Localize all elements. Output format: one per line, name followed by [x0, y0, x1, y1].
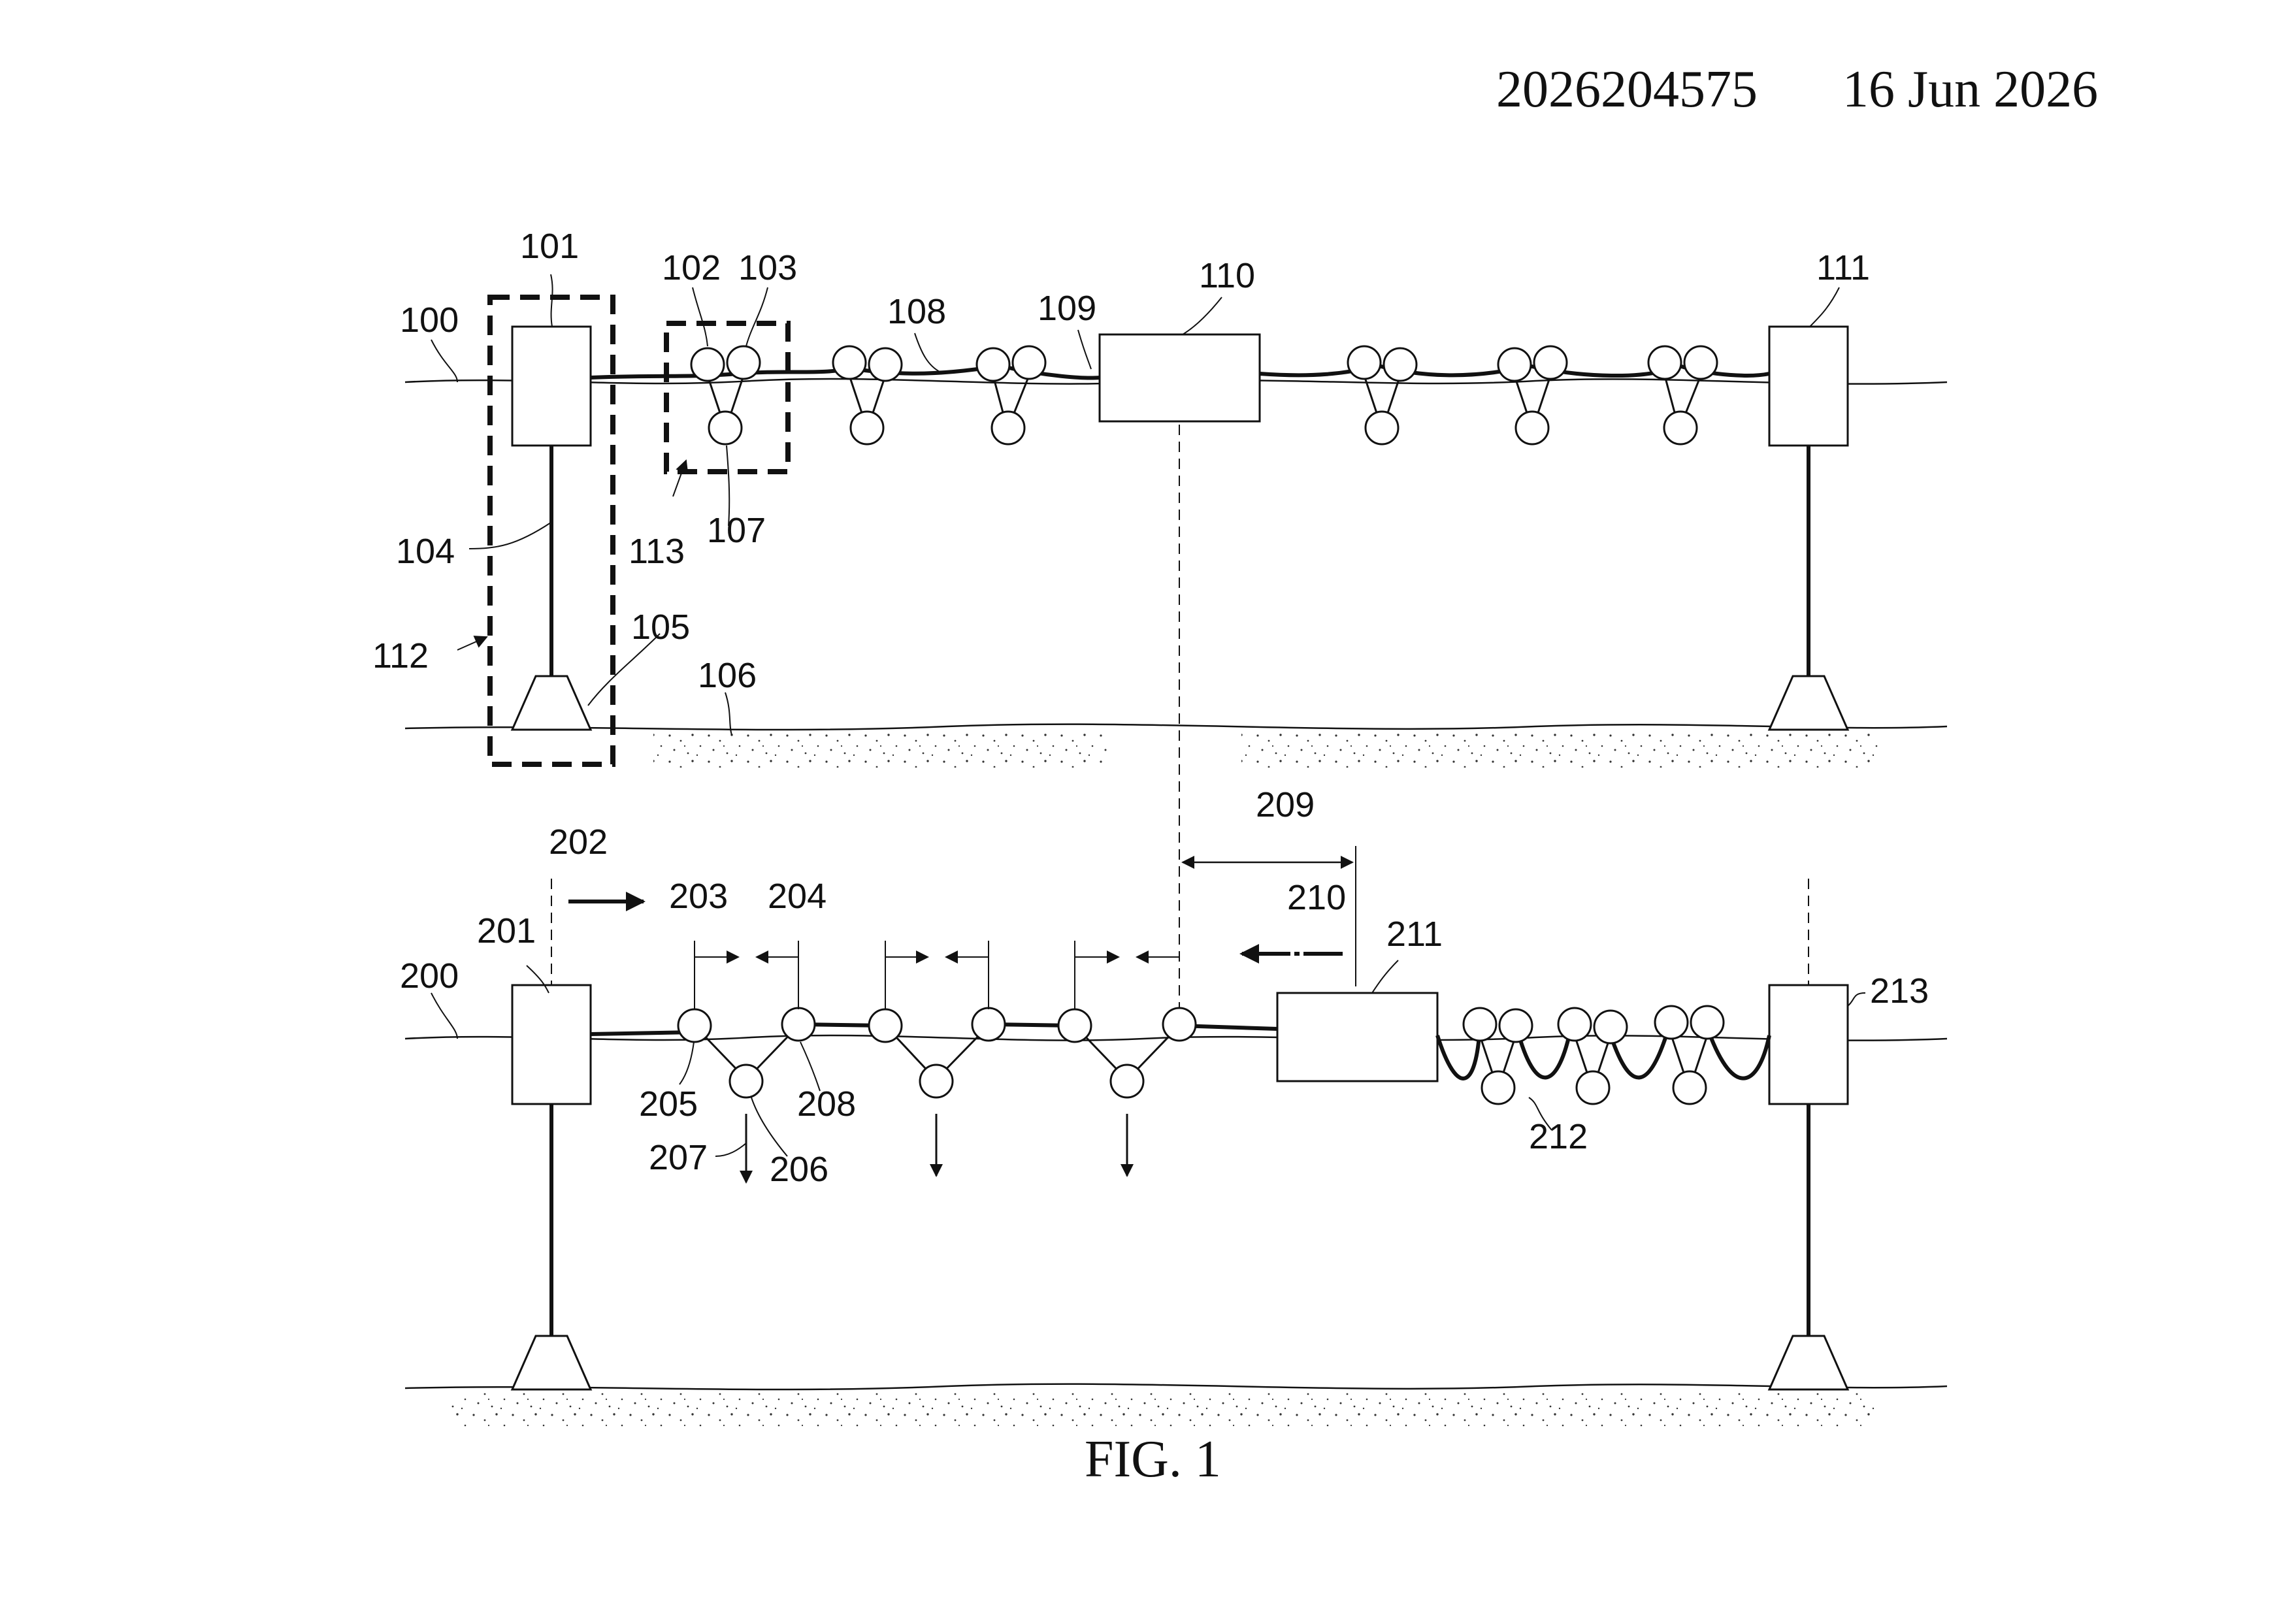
float-unit [977, 346, 1045, 444]
seabed-lower [405, 1384, 1947, 1389]
surface-float [972, 1008, 1005, 1041]
label-203: 203 [669, 877, 728, 916]
label-207: 207 [649, 1138, 708, 1177]
surface-float [1163, 1008, 1196, 1041]
seabed-upper [405, 724, 1947, 730]
lower-compact-float-units [1464, 1006, 1724, 1104]
seabed-lower-dots [451, 1391, 1875, 1427]
label-113: 113 [629, 532, 685, 571]
float-unit [1348, 346, 1416, 444]
seabed-upper-dots-right [1241, 732, 1882, 768]
label-206: 206 [770, 1150, 828, 1189]
surface-float [869, 1009, 902, 1042]
surface-float [782, 1008, 815, 1041]
float-unit [1648, 346, 1717, 444]
floating-body-lower [1277, 993, 1437, 1081]
label-105: 105 [631, 608, 690, 647]
label-212: 212 [1529, 1117, 1588, 1156]
label-213: 213 [1870, 971, 1929, 1011]
hanging-weight [730, 1065, 762, 1097]
left-anchor-lower [512, 1336, 591, 1389]
right-anchor-lower [1769, 1336, 1848, 1389]
surface-float [678, 1009, 711, 1042]
label-211: 211 [1386, 915, 1443, 954]
surface-float [1058, 1009, 1091, 1042]
label-112: 112 [372, 636, 429, 675]
publication-number: 2026204575 [1496, 60, 1758, 120]
spacing-indicators [695, 941, 1179, 1009]
left-buoy-lower [512, 985, 591, 1104]
label-104: 104 [396, 532, 455, 571]
label-202: 202 [549, 822, 608, 862]
float-unit [833, 346, 902, 444]
label-208: 208 [797, 1084, 856, 1124]
right-anchor [1769, 676, 1848, 730]
label-209: 209 [1256, 785, 1315, 824]
label-109: 109 [1038, 289, 1096, 328]
label-201: 201 [477, 911, 536, 950]
label-107: 107 [707, 511, 766, 550]
label-205: 205 [639, 1084, 698, 1124]
publication-date: 16 Jun 2026 [1842, 60, 2098, 120]
float-unit [1498, 346, 1567, 444]
label-200: 200 [400, 956, 459, 996]
label-103: 103 [738, 248, 797, 287]
left-anchor [512, 676, 591, 730]
label-100: 100 [400, 300, 459, 340]
figure-caption: FIG. 1 [1085, 1431, 1221, 1488]
hanging-weight [1111, 1065, 1143, 1097]
label-102: 102 [662, 248, 721, 287]
label-204: 204 [768, 877, 827, 916]
central-floating-body [1100, 334, 1260, 421]
label-108: 108 [887, 292, 946, 331]
label-110: 110 [1199, 256, 1255, 295]
label-106: 106 [698, 656, 757, 695]
right-buoy [1769, 327, 1848, 446]
lower-view [405, 846, 1947, 1427]
lower-extended-float-units [678, 1008, 1196, 1097]
label-101: 101 [520, 227, 579, 266]
hanging-weight [920, 1065, 953, 1097]
label-111: 111 [1816, 248, 1870, 287]
right-buoy-lower [1769, 985, 1848, 1104]
seabed-upper-dots-left [653, 732, 1111, 768]
left-buoy [512, 327, 591, 446]
float-unit [691, 346, 760, 444]
label-210: 210 [1287, 878, 1346, 917]
